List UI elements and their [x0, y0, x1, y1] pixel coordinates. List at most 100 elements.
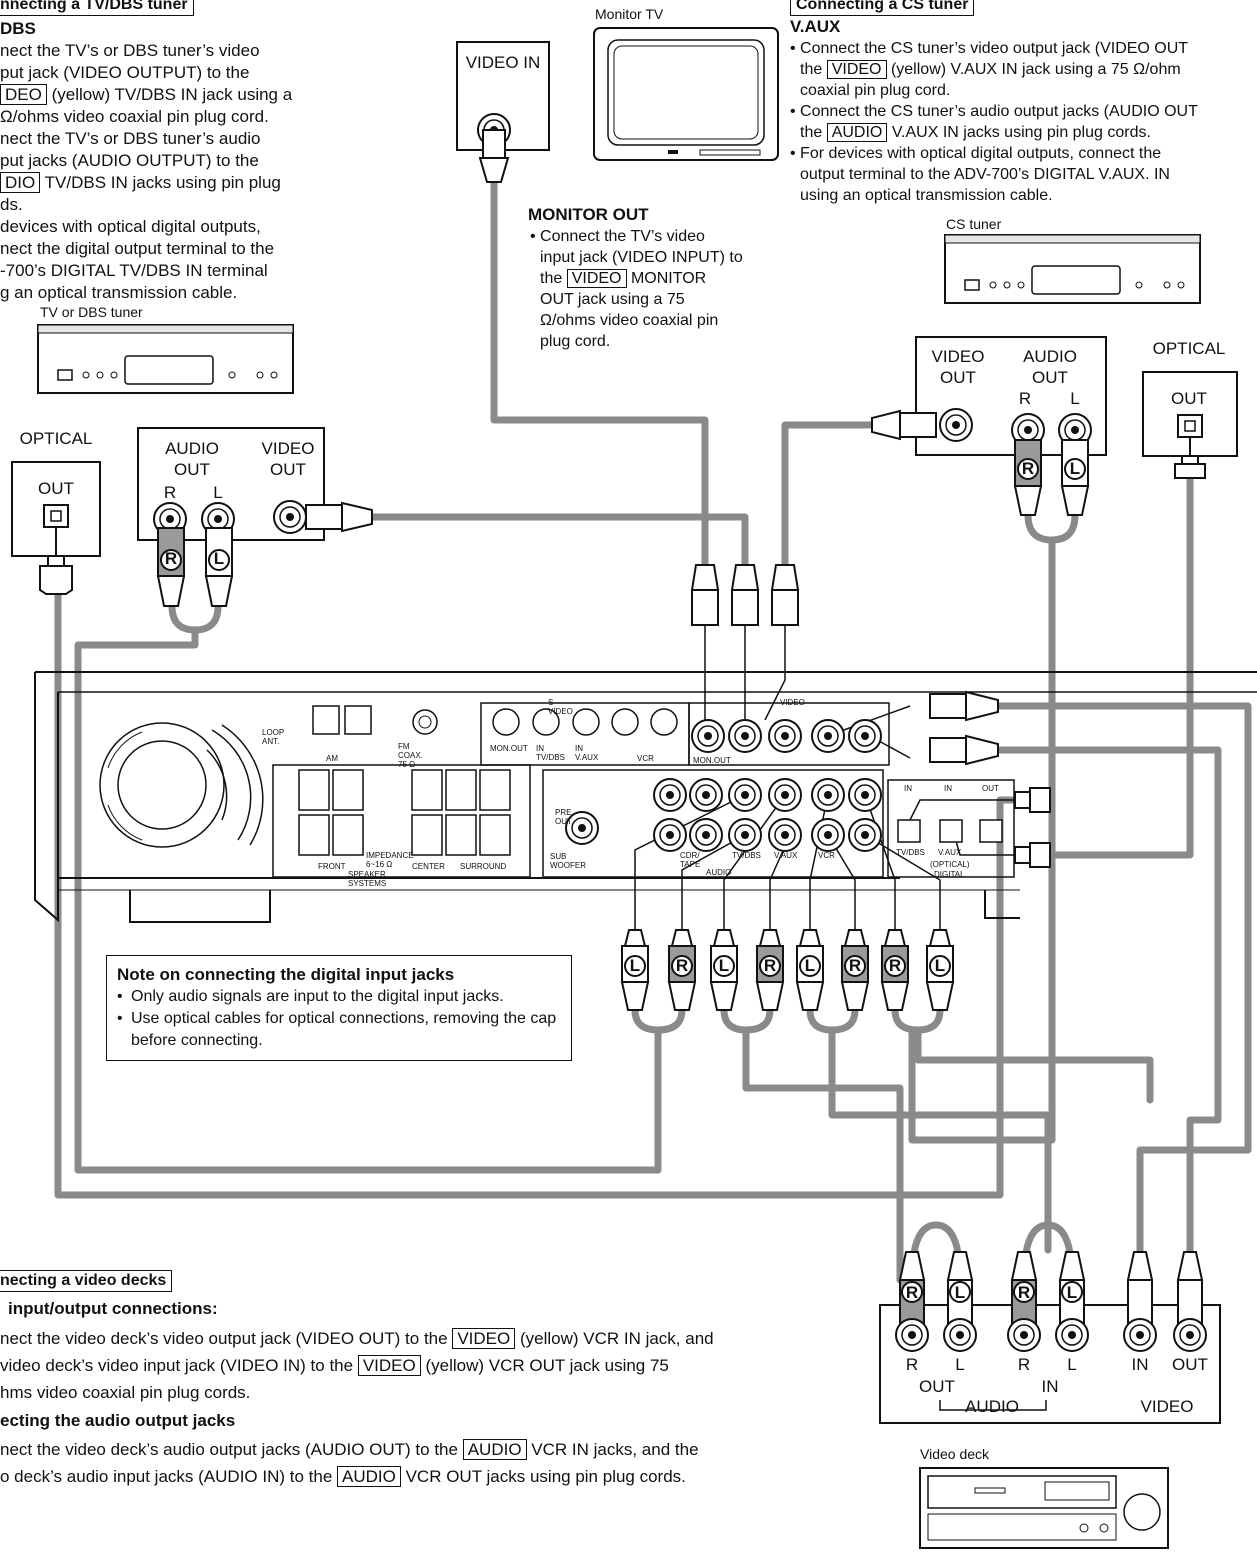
- deck-plug-r2: R: [1017, 1283, 1031, 1302]
- note-item: Only audio signals are input to the digi…: [117, 986, 561, 1008]
- monitor-tv: [593, 27, 779, 161]
- monitor-video-in-label: VIDEO IN: [465, 53, 541, 72]
- cable-cs-audio-loop: [1024, 511, 1079, 544]
- cs-av-out-box: [871, 336, 1107, 516]
- cs-optical-box: [1142, 371, 1238, 479]
- cable-vcr-video-out: [996, 702, 1252, 1284]
- audio-plug-letter: R: [848, 956, 862, 975]
- audio-plug-letter: L: [934, 956, 946, 975]
- tv-optical-label: OPTICAL: [19, 429, 93, 448]
- left-section-subheading: DBS: [0, 19, 36, 38]
- deck-audio-out-label: OUT: [919, 1377, 955, 1396]
- cable-loop-1: [631, 1006, 686, 1034]
- audio-plug-r: [667, 929, 697, 1011]
- cs-audio-l-label: L: [1070, 389, 1080, 408]
- cable-cs-audio: [908, 536, 1056, 1144]
- cable-cs-video: [781, 421, 879, 569]
- cs-optical-out-label: OUT: [1171, 389, 1207, 408]
- tv-dbs-tuner-label: TV or DBS tuner: [40, 304, 143, 320]
- audio-plug-letter: R: [888, 956, 902, 975]
- audio-plug-r: [880, 929, 910, 1011]
- tv-plug-r: R: [164, 549, 178, 568]
- audio-plug-l: [620, 929, 650, 1011]
- cable-vcr-video-in: [996, 746, 1222, 1284]
- tv-audio-r-label: R: [163, 483, 177, 502]
- cable-vcr-audio-2: [828, 1026, 1052, 1254]
- deck-r1-label: R: [905, 1355, 919, 1374]
- tag-video: VIDEO: [452, 1328, 516, 1349]
- cs-audio-r-label: R: [1018, 389, 1032, 408]
- cs-optical-label: OPTICAL: [1152, 339, 1226, 358]
- tv-audio-l-label: L: [213, 483, 223, 502]
- deck-plug-l1: L: [954, 1283, 966, 1302]
- cs-video-out-label: VIDEO OUT: [931, 347, 985, 387]
- audio-plug-letter: L: [718, 956, 730, 975]
- audio-plug-l: [925, 929, 955, 1011]
- audio-plug-letter: R: [763, 956, 777, 975]
- deck-audio-in-label: IN: [1041, 1377, 1059, 1396]
- video-deck: [919, 1467, 1169, 1549]
- monitor-video-in-box: [456, 41, 550, 183]
- deck-video-out-label: OUT: [1172, 1355, 1208, 1374]
- deck-l1-label: L: [955, 1355, 965, 1374]
- cable-tv-video: [368, 513, 749, 569]
- deck-plug-l2: L: [1066, 1283, 1078, 1302]
- tag-audio: DIO: [0, 172, 41, 193]
- cable-cs-optical: [1048, 476, 1194, 859]
- right-section-subheading: V.AUX: [790, 17, 841, 36]
- tv-optical-box: [11, 461, 101, 595]
- tag-video: VIDEO: [566, 269, 627, 288]
- bottom-section-sub2: ecting the audio output jacks: [0, 1411, 236, 1430]
- right-section-text: • Connect the CS tuner’s video output ja…: [790, 40, 1198, 204]
- deck-video-label: VIDEO: [1140, 1397, 1194, 1416]
- tag-video: DEO: [0, 84, 47, 105]
- audio-plug-letter: L: [629, 956, 641, 975]
- cable-tv-audio: [74, 626, 662, 1174]
- tag-audio: AUDIO: [337, 1466, 401, 1487]
- bottom-section-para2: nect the video deck’s audio output jacks…: [0, 1439, 699, 1487]
- tag-audio: AUDIO: [462, 1439, 527, 1460]
- tv-optical-out-label: OUT: [38, 479, 74, 498]
- deck-audio-label: AUDIO: [965, 1397, 1019, 1416]
- deck-r2-label: R: [1017, 1355, 1031, 1374]
- monitor-out-text: • Connect the TV’s video input jack (VID…: [530, 228, 743, 350]
- note-title: Note on connecting the digital input jac…: [117, 965, 455, 984]
- tag-video: VIDEO: [357, 1355, 421, 1376]
- upper-video-plugs: [690, 564, 800, 626]
- cs-audio-out-label: AUDIO OUT: [1023, 347, 1077, 387]
- tv-av-out-box: [137, 427, 373, 607]
- cs-plug-r: R: [1021, 459, 1035, 478]
- right-panel-plugs: [929, 690, 1051, 868]
- tag-video: VIDEO: [826, 60, 887, 79]
- audio-plug-r: [840, 929, 870, 1011]
- digital-input-note: Note on connecting the digital input jac…: [106, 955, 572, 1061]
- monitor-tv-label: Monitor TV: [595, 6, 664, 22]
- lower-audio-plugs: [620, 929, 955, 1011]
- deck-video-in-label: IN: [1131, 1355, 1149, 1374]
- audio-plug-letter: R: [675, 956, 689, 975]
- left-section-heading: nnecting a TV/DBS tuner: [0, 0, 194, 16]
- left-section-text: nect the TV’s or DBS tuner’s video put j…: [0, 41, 293, 302]
- bottom-section-sub1: input/output connections:: [8, 1299, 218, 1318]
- cs-tuner-label: CS tuner: [946, 216, 1002, 232]
- bottom-section-heading: necting a video decks: [0, 1270, 173, 1292]
- note-item: Use optical cables for optical connectio…: [117, 1008, 561, 1052]
- right-section-heading: Connecting a CS tuner: [790, 0, 975, 16]
- cs-plug-l: L: [1069, 459, 1081, 478]
- cs-tuner: [944, 234, 1201, 304]
- monitor-out-heading: MONITOR OUT: [528, 205, 649, 224]
- tv-audio-out-label: AUDIO OUT: [165, 439, 219, 479]
- audio-plug-r: [755, 929, 785, 1011]
- cable-monitor: [490, 178, 709, 569]
- audio-plug-l: [795, 929, 825, 1011]
- audio-plug-l: [709, 929, 739, 1011]
- cable-tv-audio-loop: [168, 602, 222, 634]
- deck-l2-label: L: [1067, 1355, 1077, 1374]
- deck-plug-r1: R: [905, 1283, 919, 1302]
- tag-audio: AUDIO: [826, 123, 888, 142]
- av-receiver-rear: [34, 671, 1257, 923]
- tv-video-out-label: VIDEO OUT: [261, 439, 315, 479]
- video-deck-label: Video deck: [920, 1446, 990, 1462]
- tv-dbs-tuner: [37, 324, 294, 394]
